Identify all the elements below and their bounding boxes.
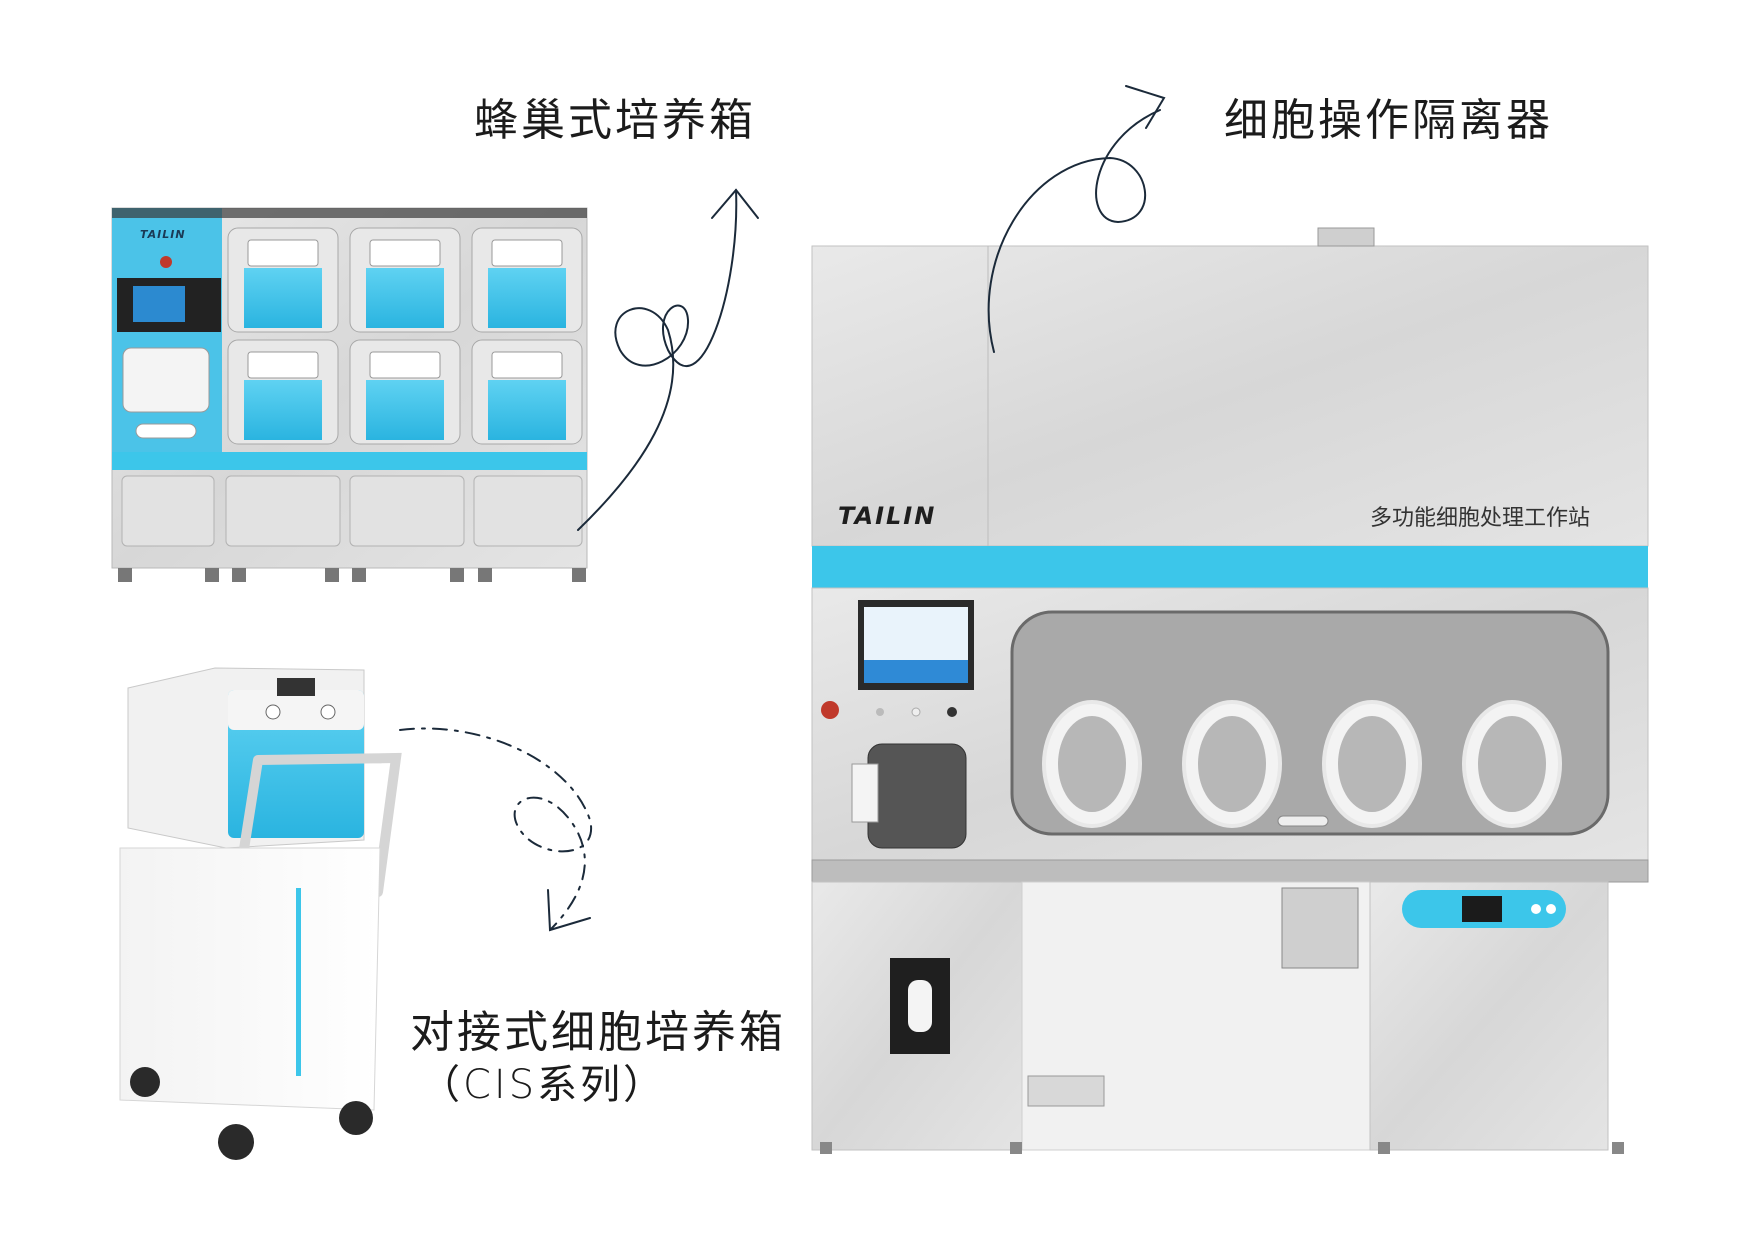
docking-incubator-label: 对接式细胞培养箱: [410, 1007, 786, 1058]
honeycomb-incubator-label: 蜂巢式培养箱: [474, 95, 756, 146]
isolator-brand-logo: TAILIN: [838, 502, 937, 530]
isolator-product-name: 多功能细胞处理工作站: [1370, 506, 1591, 531]
cell-isolator-workstation: [811, 227, 1649, 1154]
honeycomb-arrow: [577, 188, 759, 531]
docking-arrow: [399, 727, 593, 931]
honeycomb-brand-logo: TAILIN: [140, 228, 186, 241]
isolator-label: 细胞操作隔离器: [1224, 95, 1553, 146]
honeycomb-incubator: [111, 207, 588, 582]
isolator-arrow: [987, 85, 1166, 353]
docking-incubator-series-label: （CIS系列）: [420, 1062, 667, 1108]
docking-arrowhead: [547, 889, 591, 932]
docking-incubator-cart: [119, 667, 402, 1160]
